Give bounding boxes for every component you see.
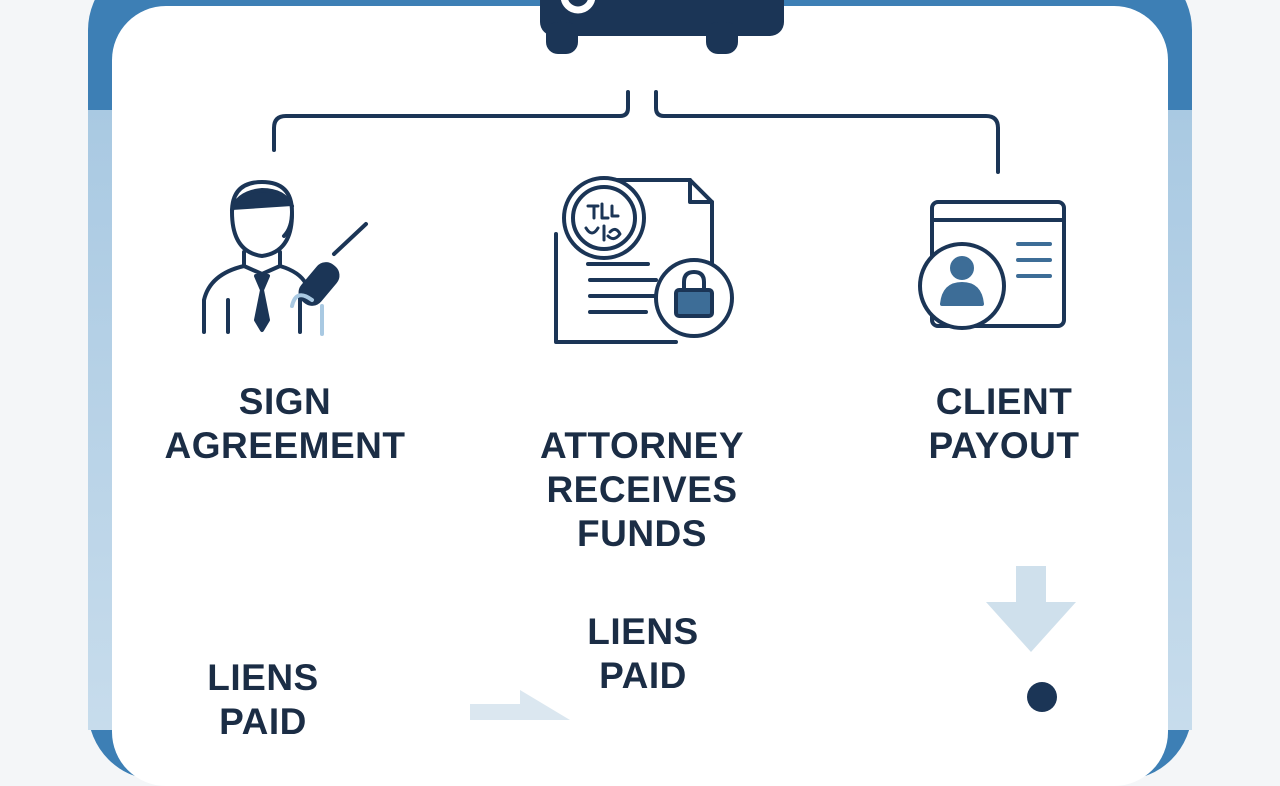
step-liens-paid-center: LIENS PAID: [560, 610, 726, 698]
step-sign-agreement: SIGN AGREEMENT: [150, 380, 420, 468]
signing-person-icon: [202, 180, 368, 336]
step-attorney-receives-funds: ATTORNEY RECEIVES FUNDS: [510, 424, 774, 556]
right-arrow-icon: [470, 690, 570, 720]
diagram-graphics: [202, 0, 1076, 720]
connector-right: [654, 90, 1000, 174]
step-client-payout-line1: CLIENT: [935, 381, 1073, 422]
client-profile-card-icon: [918, 200, 1066, 330]
step-attorney-line2: RECEIVES: [546, 469, 738, 510]
connector-lines: [272, 90, 1000, 174]
down-arrow-icon: [986, 566, 1076, 652]
step-client-payout: CLIENT PAYOUT: [904, 380, 1104, 468]
step-sign-agreement-line2: AGREEMENT: [164, 425, 406, 466]
step-liens-paid-left-line1: LIENS: [207, 657, 319, 698]
step-liens-paid-center-line1: LIENS: [587, 611, 699, 652]
step-dot: [1027, 682, 1057, 712]
step-attorney-line1: ATTORNEY: [539, 425, 745, 466]
document-lock-icon: [554, 176, 734, 344]
briefcase-icon: [540, 0, 784, 54]
step-liens-paid-center-line2: PAID: [599, 655, 687, 696]
diagram-panel: [112, 6, 1168, 786]
connector-left: [272, 90, 630, 152]
step-client-payout-line2: PAYOUT: [928, 425, 1080, 466]
step-liens-paid-left-line2: PAID: [219, 701, 307, 742]
step-attorney-line3: FUNDS: [577, 513, 707, 554]
step-liens-paid-left: LIENS PAID: [180, 656, 346, 744]
step-sign-agreement-line1: SIGN: [238, 381, 332, 422]
